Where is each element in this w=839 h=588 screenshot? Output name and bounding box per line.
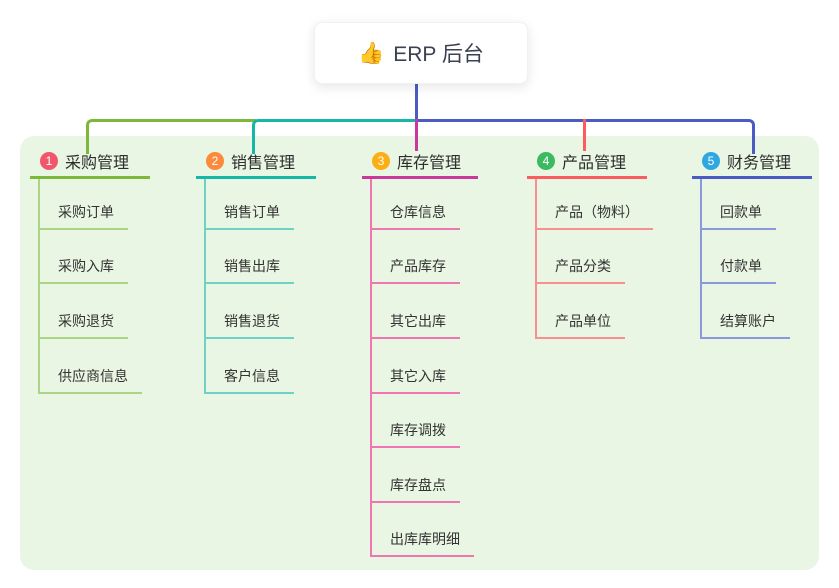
branch-product-column: 4 产品管理 产品（物料） 产品分类 产品单位: [527, 148, 687, 339]
branch-inventory-column: 3 库存管理 仓库信息 产品库存 其它出库 其它入库 库存调拨 库存盘点 出库库…: [362, 148, 522, 557]
branch-title: 产品管理: [562, 155, 627, 172]
node-stock-transfer[interactable]: 库存调拨: [370, 420, 460, 448]
branch-title: 采购管理: [65, 155, 130, 172]
branch-purchase-column: 1 采购管理 采购订单 采购入库 采购退货 供应商信息: [30, 148, 190, 394]
node-product-stock[interactable]: 产品库存: [370, 256, 460, 284]
node-purchase-return[interactable]: 采购退货: [38, 311, 128, 339]
root-node[interactable]: 👍 ERP 后台: [314, 22, 528, 84]
node-outbound-detail[interactable]: 出库库明细: [370, 529, 474, 557]
node-warehouse-info[interactable]: 仓库信息: [370, 202, 460, 230]
branches-panel: [20, 136, 819, 570]
node-product-unit[interactable]: 产品单位: [535, 311, 625, 339]
connector-branch-inventory: [415, 119, 418, 151]
connector-branch-sales: [252, 119, 420, 154]
branch-sales-column: 2 销售管理 销售订单 销售出库 销售退货 客户信息: [196, 148, 356, 394]
branch-finance-column: 5 财务管理 回款单 付款单 结算账户: [692, 148, 839, 339]
node-product-material[interactable]: 产品（物料）: [535, 202, 653, 230]
branch-underline: [196, 176, 316, 179]
node-settlement-account[interactable]: 结算账户: [700, 311, 790, 339]
branch-children-line: [535, 179, 537, 339]
connector-branch-purchase: [86, 119, 256, 154]
thumbs-up-icon: 👍: [358, 41, 385, 65]
branch-badge: 5: [702, 152, 720, 170]
branch-children-line: [700, 179, 702, 339]
branch-title: 财务管理: [727, 155, 792, 172]
node-sales-order[interactable]: 销售订单: [204, 202, 294, 230]
node-sales-return[interactable]: 销售退货: [204, 311, 294, 339]
branch-badge: 4: [537, 152, 555, 170]
node-supplier-info[interactable]: 供应商信息: [38, 366, 142, 394]
node-payment-doc[interactable]: 付款单: [700, 256, 776, 284]
branch-children-line: [370, 179, 372, 557]
root-node-label: ERP 后台: [393, 43, 484, 66]
branch-title: 销售管理: [231, 155, 296, 172]
branch-underline: [527, 176, 647, 179]
node-purchase-order[interactable]: 采购订单: [38, 202, 128, 230]
node-purchase-inbound[interactable]: 采购入库: [38, 256, 128, 284]
branch-product[interactable]: 4 产品管理: [527, 148, 687, 174]
trunk-connector: [415, 82, 418, 122]
node-other-inbound[interactable]: 其它入库: [370, 366, 460, 394]
branch-underline: [30, 176, 150, 179]
node-stock-count[interactable]: 库存盘点: [370, 475, 460, 503]
node-sales-outbound[interactable]: 销售出库: [204, 256, 294, 284]
branch-finance[interactable]: 5 财务管理: [692, 148, 839, 174]
node-product-category[interactable]: 产品分类: [535, 256, 625, 284]
branch-badge: 1: [40, 152, 58, 170]
connector-branch-finance: [417, 119, 755, 154]
branch-sales[interactable]: 2 销售管理: [196, 148, 356, 174]
branch-children-line: [204, 179, 206, 394]
branch-badge: 3: [372, 152, 390, 170]
branch-underline: [362, 176, 478, 179]
branch-purchase[interactable]: 1 采购管理: [30, 148, 190, 174]
connector-branch-product: [583, 119, 586, 151]
branch-children-line: [38, 179, 40, 394]
branch-badge: 2: [206, 152, 224, 170]
node-other-outbound[interactable]: 其它出库: [370, 311, 460, 339]
branch-title: 库存管理: [397, 155, 462, 172]
node-customer-info[interactable]: 客户信息: [204, 366, 294, 394]
branch-inventory[interactable]: 3 库存管理: [362, 148, 522, 174]
node-receipt-doc[interactable]: 回款单: [700, 202, 776, 230]
branch-underline: [692, 176, 812, 179]
